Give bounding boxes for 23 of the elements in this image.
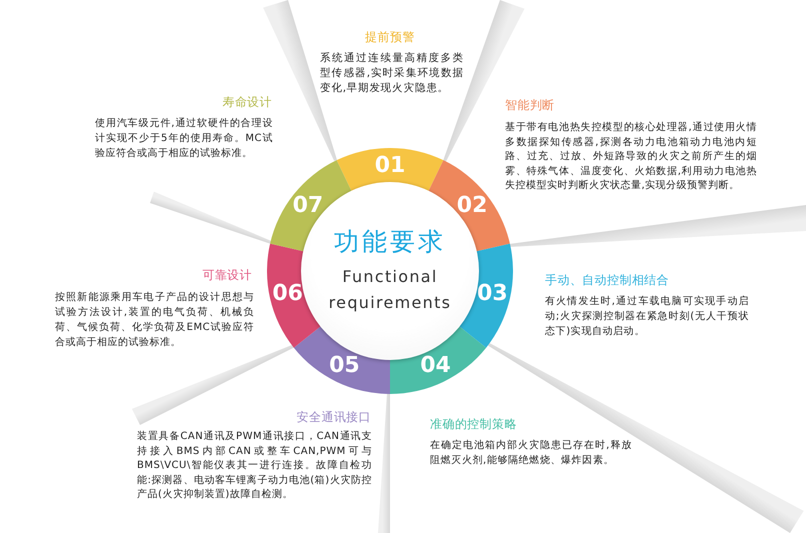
segment-number: 03 [477, 283, 508, 306]
section-heading: 可靠设计 [202, 268, 252, 283]
section-heading: 智能判断 [505, 98, 555, 113]
segment-number: 04 [420, 354, 451, 377]
description-text: 装置具备CAN通讯及PWM通讯接口，CAN通讯支持接入BMS内部CAN或整车CAN,PWM可与BMS\VCU\智能仪表其一进行连接。故障自检功能:探测器、电动客车锂离子动力电池(箱)火灾防控产品(火灾抑制装置)故障自检测。 [137, 430, 372, 502]
description-text: 基于带有电池热失控模型的核心处理器,通过使用火情多数据探知传感器,探测各动力电池箱动力电池内短路、过充、过放、外短路导致的火灾之前所产生的烟雾、特殊气体、温度变化、火焰数据,利用动力电池热失控模型实时判断火灾状态量,实现分级预警判断。 [505, 121, 757, 193]
description-text: 有火情发生时,通过车载电脑可实现手动启动;火灾探测控制器在紧急时刻(无人干预状态下)实现自动启动。 [545, 294, 749, 339]
section-heading: 寿命设计 [222, 95, 272, 110]
segment-number: 06 [272, 283, 303, 306]
description-text: 按照新能源乘用车电子产品的设计思想与试验方法设计,装置的电气负荷、机械负荷、气候负荷、化学负荷及EMC试验应符合或高于相应的试验标准。 [55, 290, 254, 350]
center-title: 功能要求 [334, 226, 446, 258]
segment-number: 05 [329, 354, 360, 377]
segment-number: 01 [374, 155, 406, 177]
segment-number: 07 [292, 194, 324, 217]
section-heading: 手动、自动控制相结合 [545, 273, 669, 288]
section-heading: 准确的控制策略 [430, 417, 517, 432]
description-text: 使用汽车级元件,通过软硬件的合理设计实现不少于5年的使用寿命。MC试验应符合或高于相应的试验标准。 [95, 116, 273, 161]
center-subtitle: Functional requirements [328, 266, 452, 314]
segment-number: 02 [456, 194, 488, 217]
description-text: 系统通过连续量高精度多类型传感器,实时采集环境数据变化,早期发现火灾隐患。 [320, 51, 464, 96]
section-heading: 安全通讯接口 [296, 410, 371, 425]
section-heading: 提前预警 [365, 30, 415, 45]
description-text: 在确定电池箱内部火灾隐患已存在时,释放阻燃灭火剂,能够隔绝燃烧、爆炸因素。 [430, 438, 632, 468]
